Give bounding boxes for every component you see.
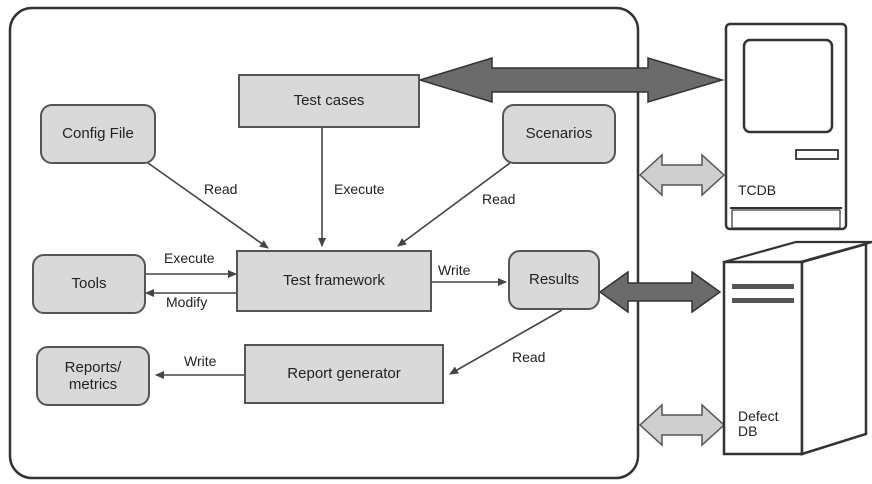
tcdb-label: TCDB xyxy=(738,182,777,198)
config-file-label: Config File xyxy=(62,125,134,143)
defect-db-server-icon xyxy=(722,240,872,456)
edge-label-tools-modify: Modify xyxy=(166,294,208,310)
edge-scenarios-to-framework xyxy=(397,162,511,247)
edge-label-testcases-execute: Execute xyxy=(334,181,385,197)
scenarios-label: Scenarios xyxy=(525,125,593,143)
reports-metrics-label-line2: metrics xyxy=(68,376,118,393)
results-node: Results xyxy=(508,250,600,310)
edge-config-to-framework xyxy=(147,162,269,249)
edge-label-tools-execute: Execute xyxy=(164,250,215,266)
tcdb-double-arrow-light xyxy=(638,153,726,197)
edge-label-report-write: Write xyxy=(184,353,217,369)
defect-db-label: Defect DB xyxy=(738,408,779,440)
test-cases-label: Test cases xyxy=(293,92,365,110)
config-file-node: Config File xyxy=(40,104,156,164)
test-framework-node: Test framework xyxy=(236,250,432,312)
results-defectdb-double-arrow xyxy=(598,270,722,314)
edge-label-framework-write: Write xyxy=(438,262,471,278)
testcases-tcdb-double-arrow xyxy=(417,56,725,104)
tools-node: Tools xyxy=(32,254,146,314)
test-cases-node: Test cases xyxy=(238,74,420,128)
defect-db-label-line2: DB xyxy=(738,423,758,440)
edge-results-to-reportgen xyxy=(449,309,563,375)
reports-metrics-label-line1: Reports/ xyxy=(64,358,122,376)
test-framework-label: Test framework xyxy=(283,272,385,290)
report-generator-node: Report generator xyxy=(244,344,444,404)
defect-db-label-line1: Defect xyxy=(738,408,779,424)
scenarios-node: Scenarios xyxy=(502,104,616,164)
edge-label-results-read: Read xyxy=(512,349,546,365)
defectdb-double-arrow-light xyxy=(638,403,726,447)
tcdb-computer-icon xyxy=(724,22,848,231)
edge-label-scenarios-read: Read xyxy=(482,191,516,207)
results-label: Results xyxy=(528,271,580,289)
edge-label-config-read: Read xyxy=(204,181,238,197)
reports-metrics-node: Reports/ metrics xyxy=(36,346,150,406)
tools-label: Tools xyxy=(71,275,107,293)
report-generator-label: Report generator xyxy=(287,365,401,383)
